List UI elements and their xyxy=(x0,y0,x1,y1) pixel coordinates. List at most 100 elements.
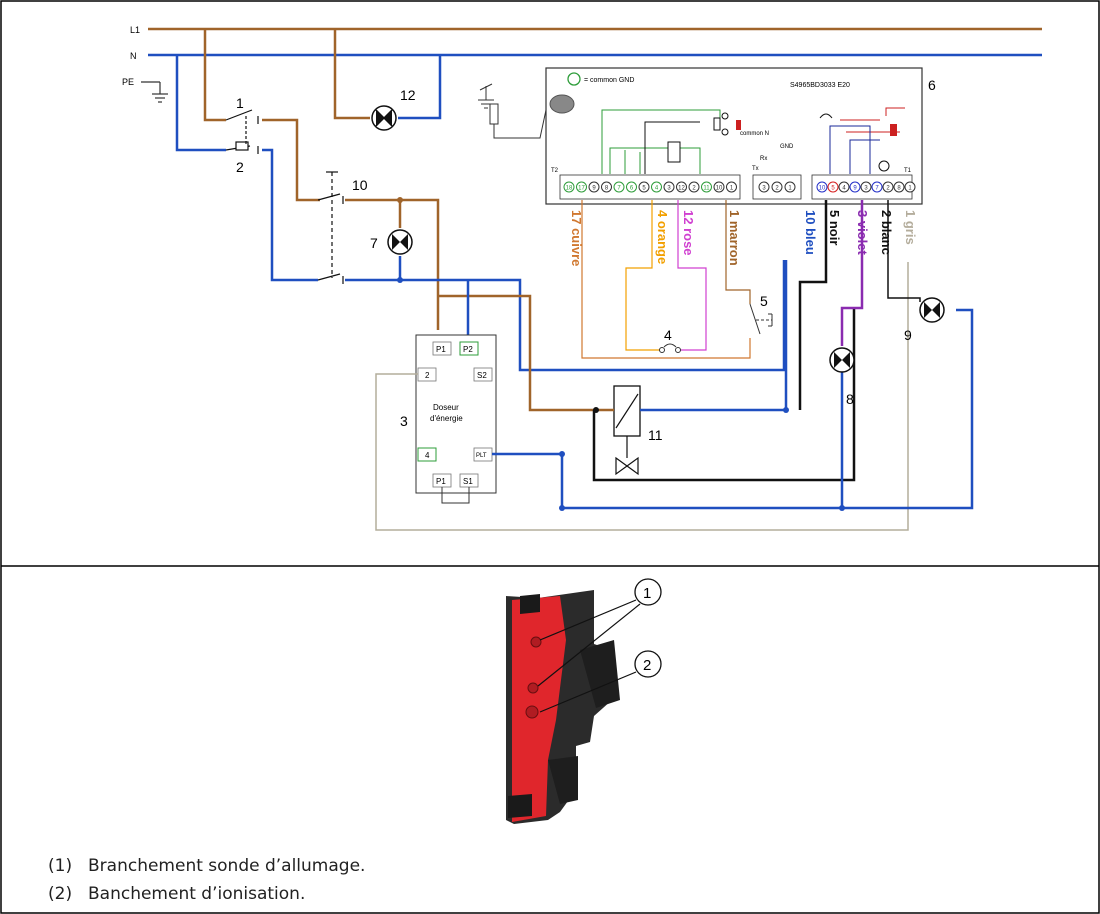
terminal-t1-5 xyxy=(827,181,839,193)
wire-label-10: 10 bleu xyxy=(803,210,818,255)
label-l1: L1 xyxy=(130,25,140,35)
num-5: 5 xyxy=(760,293,768,309)
terminal-label-t1-9: 9 xyxy=(853,186,857,192)
terminal-label-mid-3: 3 xyxy=(762,186,766,192)
gnd-label: GND xyxy=(780,144,794,150)
callout-1-text: 1 xyxy=(643,585,651,602)
terminal-mid-1 xyxy=(784,181,796,193)
terminal-label-t2-7: 7 xyxy=(617,186,621,192)
terminal-label-mid-1: 1 xyxy=(788,186,792,192)
terminal-t1-3 xyxy=(860,181,872,193)
wire-label-1g: 1 gris xyxy=(903,210,918,245)
terminal-t1-10 xyxy=(816,181,828,193)
terminal-t2-5 xyxy=(638,181,650,193)
terminal-t2-18 xyxy=(563,181,575,193)
terminal-t2-11 xyxy=(701,181,712,193)
terminal-t2-1 xyxy=(726,181,737,193)
lamp-9 xyxy=(919,297,945,323)
em-2: 2 xyxy=(425,371,430,380)
photo-callout-1: 1 xyxy=(537,578,662,687)
caption-2-num: (2) xyxy=(48,884,73,904)
terminal-label-t2-2: 2 xyxy=(692,186,696,192)
num-3: 3 xyxy=(400,413,408,429)
em-title-1: Doseur xyxy=(433,403,459,412)
num-1: 1 xyxy=(236,95,244,111)
terminal-mid-2 xyxy=(771,181,783,193)
main-switch xyxy=(225,109,259,154)
wire-label-12: 12 rose xyxy=(681,210,696,256)
em-p2: P2 xyxy=(463,345,473,354)
num-11: 11 xyxy=(648,427,663,443)
component-photo xyxy=(506,590,620,824)
num-4: 4 xyxy=(664,327,672,343)
common-n: common N xyxy=(740,131,769,137)
terminal-t1-9 xyxy=(849,181,861,193)
num-8: 8 xyxy=(846,391,854,407)
terminal-label-t1-1: 1 xyxy=(908,186,912,192)
earth-symbol xyxy=(141,81,168,103)
wire-label-2: 2 blanc xyxy=(879,210,894,255)
terminal-t1-4 xyxy=(838,181,850,193)
label-pe: PE xyxy=(122,77,134,87)
wiring-diagram: L1 N PE 12 1 2 xyxy=(122,25,1042,531)
ionisation-probe xyxy=(478,83,575,139)
terminal-label-t1-2: 2 xyxy=(886,186,890,192)
valve-11 xyxy=(613,385,641,476)
terminal-label-t2-3: 3 xyxy=(667,186,671,192)
caption-2: (2) Banchement d’ionisation. xyxy=(48,884,305,904)
block-t2: T2 xyxy=(551,168,559,174)
terminal-label-mid-2: 2 xyxy=(775,186,779,192)
lamp-12 xyxy=(371,105,397,131)
terminal-label-t2-17: 17 xyxy=(578,186,585,192)
terminal-label-t1-7: 7 xyxy=(875,186,879,192)
terminal-t2-12 xyxy=(676,181,687,193)
sensor-4 xyxy=(659,343,681,353)
terminal-label-t2-4: 4 xyxy=(655,186,659,192)
terminal-t1-8 xyxy=(893,181,905,193)
terminal-label-t2-11: 11 xyxy=(703,186,710,192)
terminal-t2-17 xyxy=(576,181,587,193)
terminal-t2-10 xyxy=(713,181,725,193)
callout-2-text: 2 xyxy=(643,657,651,674)
lamp-8 xyxy=(829,347,855,373)
terminal-label-t1-4: 4 xyxy=(842,186,846,192)
terminal-label-t1-8: 8 xyxy=(897,186,901,192)
caption-2-text: Banchement d’ionisation. xyxy=(88,884,306,904)
terminal-label-t2-18: 18 xyxy=(566,186,573,192)
rx-label: Rx xyxy=(760,156,767,162)
terminal-label-t1-5: 5 xyxy=(831,186,835,192)
label-n: N xyxy=(130,51,137,61)
wire-label-4: 4 orange xyxy=(655,210,670,264)
num-7: 7 xyxy=(370,235,378,251)
terminal-t2-9 xyxy=(588,181,600,193)
em-plt: PLT xyxy=(476,453,487,459)
terminal-label-t2-9: 9 xyxy=(592,186,596,192)
switch-10 xyxy=(317,171,344,284)
terminal-label-t2-12: 12 xyxy=(678,186,685,192)
terminal-label-t1-10: 10 xyxy=(819,186,826,192)
caption-1-num: (1) xyxy=(48,856,73,876)
terminal-t1-1 xyxy=(904,181,916,193)
terminal-mid-3 xyxy=(758,181,770,193)
terminal-label-t2-1: 1 xyxy=(730,186,734,192)
terminal-t2-7 xyxy=(613,181,625,193)
terminal-label-t2-5: 5 xyxy=(642,186,646,192)
terminal-t2-2 xyxy=(688,181,700,193)
t1-terminal-row: 10 5 4 9 3 7 2 8 1 xyxy=(816,181,916,193)
em-p1b: P1 xyxy=(436,477,446,486)
num-2: 2 xyxy=(236,159,244,175)
em-4: 4 xyxy=(425,451,430,460)
terminal-t2-3 xyxy=(663,181,675,193)
terminal-label-t2-8: 8 xyxy=(605,186,609,192)
controller-model: S4965BD3033 E20 xyxy=(790,82,850,89)
terminal-t2-6 xyxy=(626,181,637,193)
terminal-t2-8 xyxy=(601,181,612,193)
num-9: 9 xyxy=(904,327,912,343)
terminal-label-t1-3: 3 xyxy=(864,186,868,192)
wire-label-1m: 1 marron xyxy=(727,210,742,266)
gnd-note: = common GND xyxy=(584,77,634,84)
controller-6: = common GND S4965BD3033 E20 common N GN… xyxy=(545,67,923,205)
terminal-label-t2-6: 6 xyxy=(630,186,634,192)
